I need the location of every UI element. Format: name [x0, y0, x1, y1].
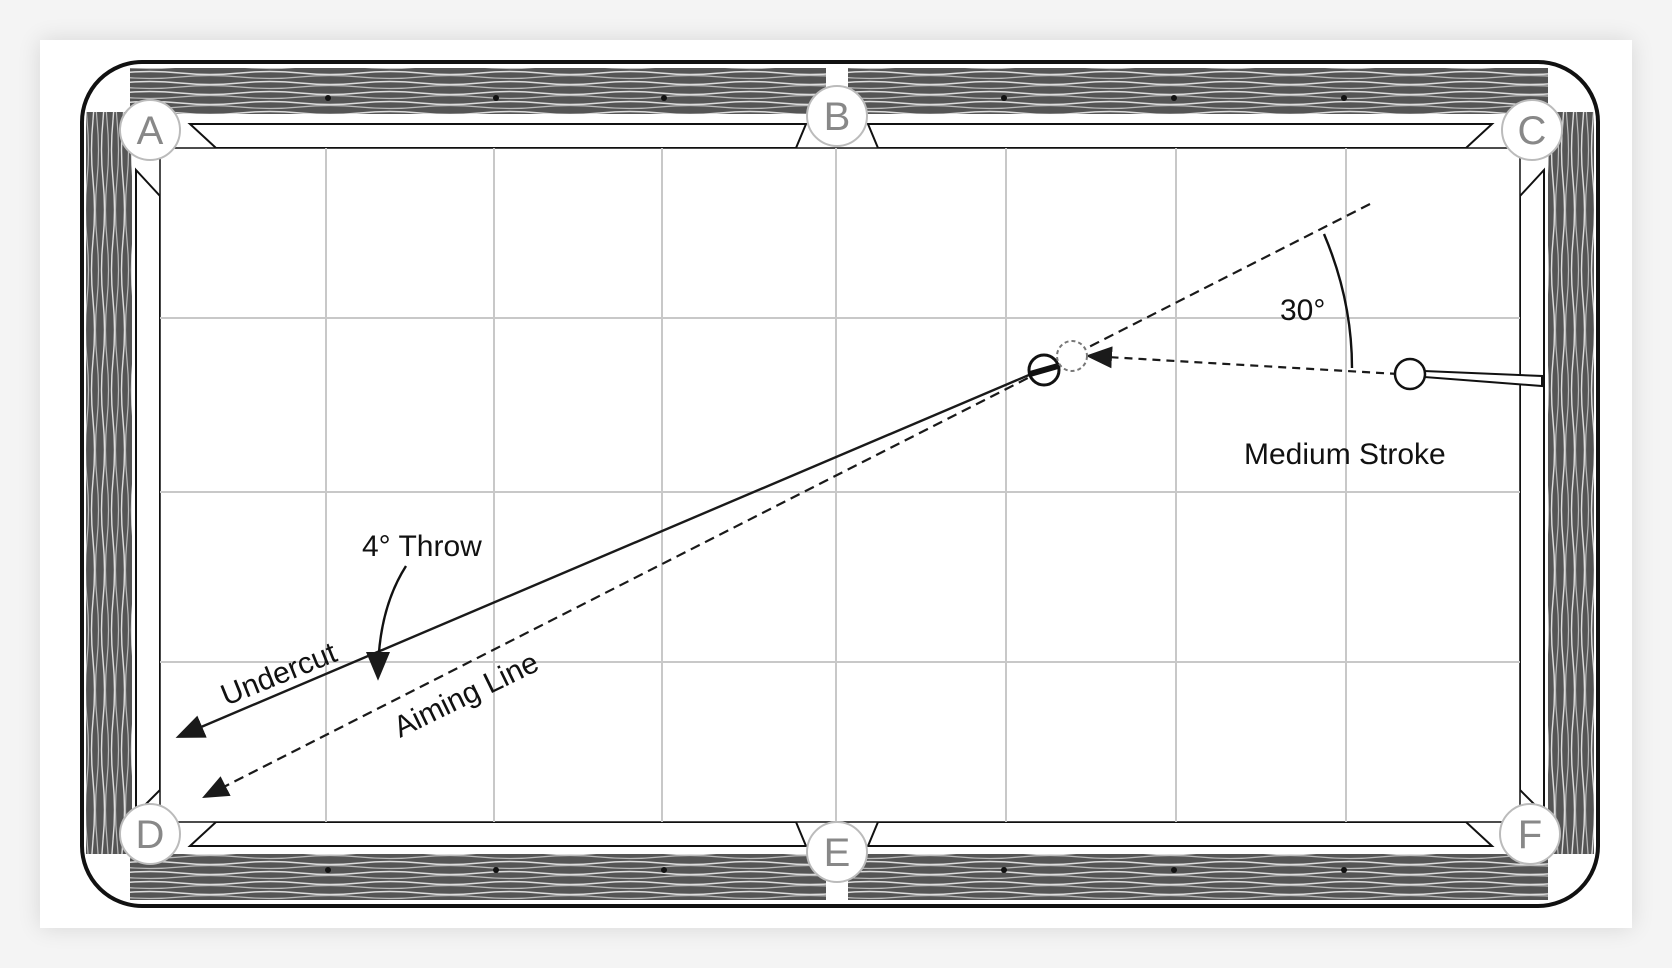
pocket-b: B	[806, 85, 868, 147]
ghost-ball	[1056, 340, 1088, 372]
aiming-line	[202, 203, 1371, 798]
right-rail-wood	[1548, 112, 1594, 854]
undercut-line	[175, 370, 1037, 738]
pocket-d: D	[119, 803, 181, 865]
throw-label: 4° Throw	[362, 530, 482, 563]
svg-text:C: C	[1518, 109, 1547, 153]
angle-label: 30°	[1280, 294, 1325, 327]
cue-ball-path	[1085, 346, 1399, 376]
throw-arrow	[366, 565, 408, 681]
bottom-rail-wood-right	[848, 854, 1548, 900]
svg-text:A: A	[137, 109, 164, 153]
svg-text:E: E	[824, 831, 851, 875]
svg-text:F: F	[1518, 813, 1542, 857]
svg-text:B: B	[824, 95, 851, 139]
object-ball-stripe	[1029, 363, 1059, 377]
rail-diamonds	[325, 95, 1347, 873]
angle-arc	[1322, 233, 1354, 369]
cue-ball	[1393, 357, 1427, 391]
bottom-rail-wood-left	[130, 854, 826, 900]
pocket-e: E	[806, 821, 868, 883]
left-rail-wood	[86, 112, 132, 854]
playing-surface	[159, 147, 1521, 823]
top-rail-wood-left	[130, 68, 826, 114]
pocket-c: C	[1501, 99, 1563, 161]
pocket-f: F	[1499, 803, 1561, 865]
svg-text:D: D	[136, 813, 165, 857]
grid-lines	[160, 148, 1520, 822]
pocket-a: A	[119, 99, 181, 161]
stroke-label: Medium Stroke	[1244, 438, 1446, 471]
top-rail-wood-right	[848, 68, 1548, 114]
